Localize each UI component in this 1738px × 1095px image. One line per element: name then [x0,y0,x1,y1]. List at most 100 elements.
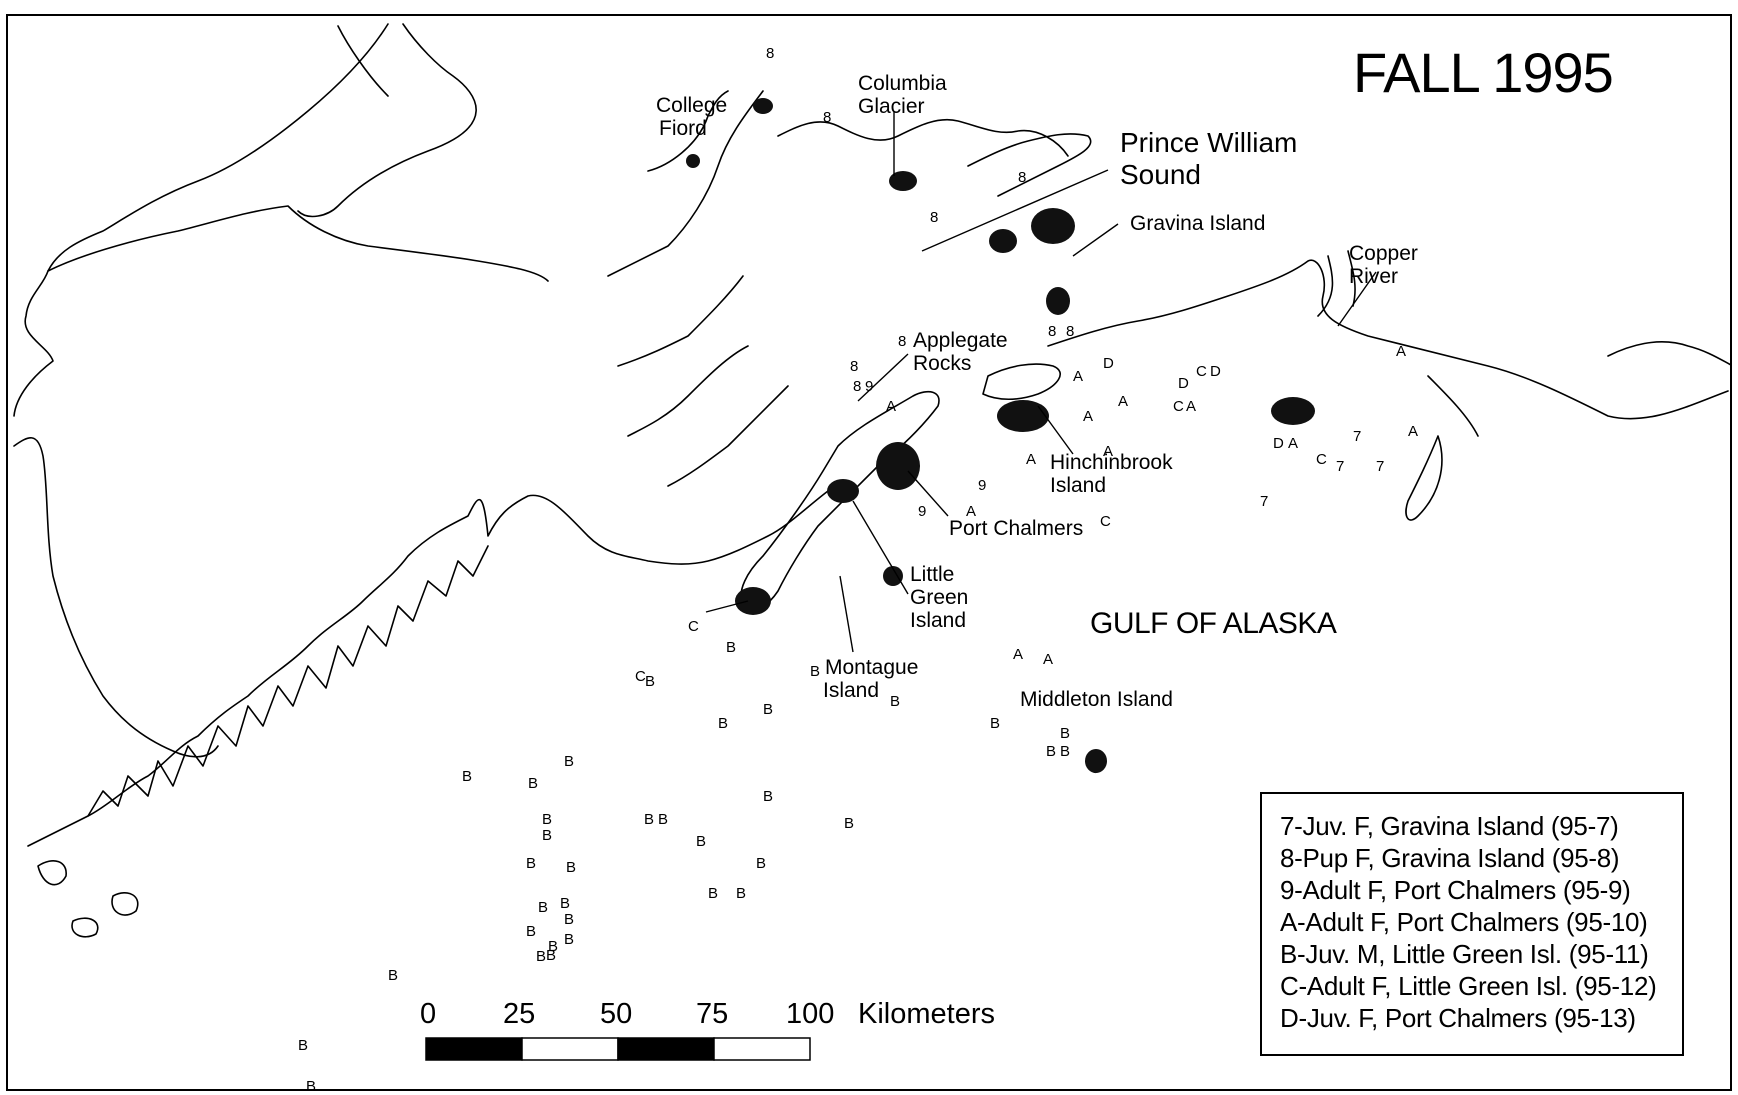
label-middleton-island: Middleton Island [1020,688,1173,711]
location-mark: 8 [930,209,938,226]
leader-prince-william-sound [921,169,1109,252]
cluster-college-fiord [753,98,773,114]
coastline-kenai-fjords [87,545,489,817]
cluster-hinchinbrook [997,400,1049,432]
location-marks: 8 8 8 8 8 8 8 8 8 9 9 9 A A A A A A C A … [298,45,1418,1089]
location-mark: 8 [766,45,774,62]
legend-item-a: A-Adult F, Port Chalmers (95-10) [1280,907,1648,937]
cluster-gravina-2 [989,229,1017,253]
label-columbia-glacier: Columbia Glacier [858,72,953,118]
scale-tick-label: 100 [786,998,834,1030]
location-mark: 8 [1048,323,1056,340]
coastline-east [1047,259,1729,420]
location-mark: B [990,715,1000,732]
label-hinchinbrook-island: Hinchinbrook Island [1050,451,1178,497]
location-mark: A [1026,451,1036,468]
location-mark: B [536,948,546,965]
location-mark: B [645,673,655,690]
location-mark: A [1118,393,1128,410]
location-clusters [686,98,1315,773]
scale-segment-1 [425,1037,523,1061]
location-mark: 8 [1018,169,1026,186]
scale-tick-label: 50 [600,998,632,1030]
location-mark: 9 [865,378,873,395]
location-mark: B [756,855,766,872]
label-gravina-island: Gravina Island [1130,212,1265,235]
legend-item-9: 9-Adult F, Port Chalmers (95-9) [1280,875,1631,905]
location-mark: B [542,811,552,828]
location-mark: B [526,923,536,940]
location-mark: C [1316,451,1327,468]
location-mark: A [1073,368,1083,385]
location-mark: B [538,899,548,916]
coastline-valdez [967,133,1092,197]
location-mark: B [810,663,820,680]
coastline-kenai-south [27,490,829,847]
legend-item-7: 7-Juv. F, Gravina Island (95-7) [1280,811,1619,841]
island-sw-1 [37,860,67,886]
label-prince-william-sound: Prince William Sound [1120,127,1305,190]
legend-item-c: C-Adult F, Little Green Isl. (95-12) [1280,971,1657,1001]
scale-bar: 0 25 50 75 100 Kilometers [420,998,995,1061]
location-mark: A [1013,646,1023,663]
location-mark: B [1060,743,1070,760]
location-mark: A [1083,408,1093,425]
legend-item-d: D-Juv. F, Port Chalmers (95-13) [1280,1003,1636,1033]
location-mark: B [763,701,773,718]
location-mark: B [763,788,773,805]
leader-little-green [852,500,909,595]
coastline-west [13,23,389,758]
location-mark: A [1043,651,1053,668]
location-mark: B [560,895,570,912]
location-mark: B [644,811,654,828]
coastline-copper-river [1317,250,1356,317]
leader-copper-river [1337,271,1377,327]
coastline-turnagain [297,23,477,218]
leader-lg-west [705,600,749,613]
location-mark: B [844,815,854,832]
location-mark: C [688,618,699,635]
map-title: FALL 1995 [1353,41,1613,104]
location-mark: B [542,827,552,844]
scale-unit-label: Kilometers [858,998,995,1030]
montague-island [740,390,940,611]
leader-applegate-rocks [857,353,909,402]
scale-tick-label: 25 [503,998,535,1030]
legend-item-b: B-Juv. M, Little Green Isl. (95-11) [1280,939,1649,969]
location-mark: B [564,931,574,948]
location-mark: B [548,938,558,955]
coastline-pws-west [607,90,789,487]
label-little-green-island: Little Green Island [910,563,974,632]
location-mark: B [564,753,574,770]
leader-port-chalmers [907,470,949,517]
location-mark: A [1408,423,1418,440]
label-applegate-rocks: Applegate Rocks [913,329,1013,375]
location-mark: A [966,503,976,520]
location-mark: 7 [1260,493,1268,510]
location-mark: B [708,885,718,902]
location-mark: B [718,715,728,732]
cluster-little-green-2 [883,566,903,586]
island-sw-2 [111,892,139,916]
cluster-port-chalmers [876,442,920,490]
location-mark: D [1273,435,1284,452]
legend-item-8: 8-Pup F, Gravina Island (95-8) [1280,843,1620,873]
cluster-gravina-1 [1031,208,1075,244]
scale-segment-3 [617,1037,715,1061]
location-mark: B [462,768,472,785]
label-gulf-of-alaska: GULF OF ALASKA [1090,607,1337,640]
location-mark: 8 [850,358,858,375]
map-canvas: 8 8 8 8 8 8 8 8 8 9 9 9 A A A A A A C A … [13,23,1730,1089]
label-port-chalmers: Port Chalmers [949,517,1083,540]
location-mark: B [736,885,746,902]
location-mark: C [1196,363,1207,380]
location-mark: 8 [898,333,906,350]
location-mark: B [658,811,668,828]
island-sw-3 [71,917,99,938]
cluster-middleton [1085,749,1107,773]
location-mark: 8 [1066,323,1074,340]
location-mark: C [635,668,646,685]
location-mark: B [1060,725,1070,742]
coastline-pws-north [777,118,1069,157]
location-mark: 9 [918,503,926,520]
